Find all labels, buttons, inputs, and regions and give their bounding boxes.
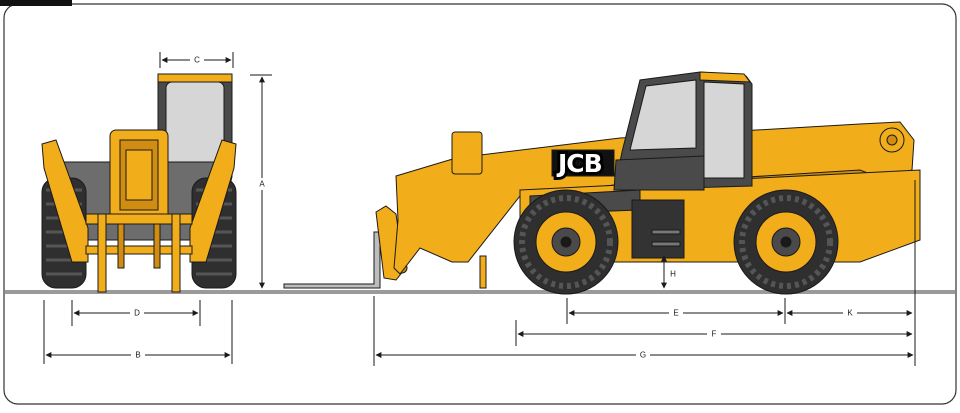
label-k: K bbox=[847, 309, 853, 318]
label-b: B bbox=[135, 351, 140, 360]
side-boom-head bbox=[451, 131, 483, 175]
label-g: G bbox=[640, 351, 646, 360]
label-e: E bbox=[673, 309, 678, 318]
side-view-machine: JCB bbox=[283, 71, 921, 295]
front-carriage bbox=[85, 213, 193, 293]
brand-plate bbox=[551, 149, 615, 177]
side-cab-window-door bbox=[703, 81, 745, 179]
side-cab-window-front bbox=[629, 79, 697, 151]
label-a: A bbox=[259, 180, 265, 189]
label-d: D bbox=[134, 309, 140, 318]
front-view-machine bbox=[41, 73, 237, 293]
dimension-labels: A C D B H E K F G bbox=[130, 54, 857, 361]
front-left-arm bbox=[41, 139, 89, 263]
ground-line bbox=[5, 290, 955, 294]
label-f: F bbox=[712, 330, 717, 339]
side-cab-roof bbox=[699, 71, 752, 83]
front-cab-roof bbox=[157, 73, 233, 83]
label-c: C bbox=[194, 56, 200, 65]
side-rear-wheel bbox=[733, 189, 839, 295]
side-stabiliser bbox=[479, 255, 487, 289]
front-right-arm bbox=[189, 139, 237, 263]
label-h: H bbox=[670, 270, 676, 279]
side-front-wheel bbox=[513, 189, 619, 295]
corner-tab bbox=[0, 0, 72, 6]
brand-logo: JCB bbox=[556, 149, 602, 178]
side-steps bbox=[631, 199, 685, 259]
